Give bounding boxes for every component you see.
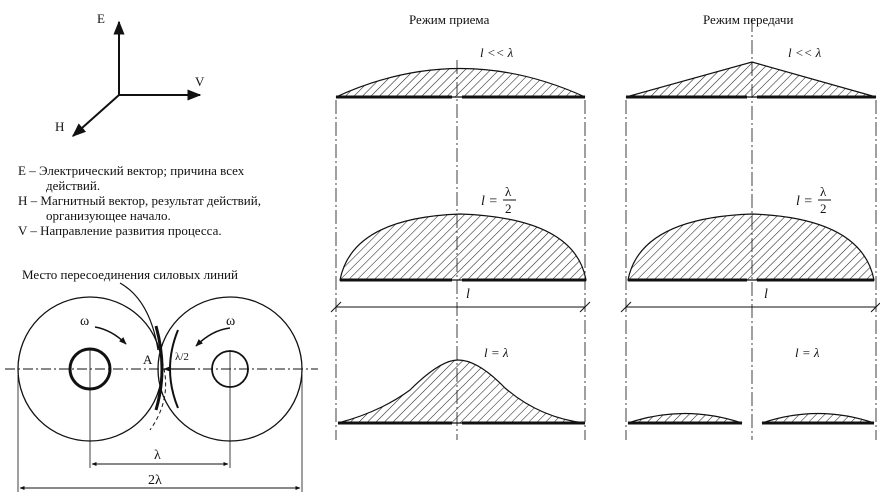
- h-axis-label: H: [55, 119, 64, 134]
- transmit-row2-axis-l: l: [764, 287, 768, 302]
- e-axis-label: E: [97, 11, 105, 26]
- h-axis-arrow: [71, 94, 120, 137]
- receive-row3-label: l = λ: [484, 345, 509, 360]
- omega-right: ω: [226, 314, 235, 329]
- legend-e-line1: E – Электрический вектор; причина всех: [18, 163, 245, 178]
- receive-row2-lhs: l =: [481, 194, 498, 209]
- legend-h-line1: H – Магнитный вектор, результат действий…: [18, 193, 261, 208]
- receive-mode-title: Режим приема: [409, 12, 490, 27]
- omega-left: ω: [80, 314, 89, 329]
- legend-h-line2: организующее начало.: [46, 208, 171, 223]
- legend-e-line2: действий.: [46, 178, 101, 193]
- two-lambda-label: 2λ: [148, 473, 162, 488]
- transmit-row2-tick-left: [620, 301, 632, 313]
- legend-v-line: V – Направление развития процесса.: [18, 223, 222, 238]
- contact-dashed-arc: [149, 354, 167, 431]
- transmit-mode-title: Режим передачи: [703, 12, 793, 27]
- transmit-row2-lhs: l =: [796, 194, 813, 209]
- contact-arc-left: [154, 325, 164, 411]
- transmit-row1-lobe: [625, 61, 877, 98]
- transmit-row2-den: 2: [820, 201, 827, 216]
- receive-row2-den: 2: [505, 201, 512, 216]
- transmit-row2-lobe: [627, 213, 875, 281]
- right-rotation-arrow: [195, 327, 231, 347]
- point-a-label: A: [143, 352, 153, 367]
- transmit-row2-num: λ: [820, 184, 827, 199]
- legend: E – Электрический вектор; причина всех д…: [18, 163, 318, 238]
- reconnection-label: Место пересоединения силовых линий: [22, 267, 238, 282]
- v-axis-label: V: [195, 74, 205, 89]
- receive-row2-axis-l: l: [466, 287, 470, 302]
- receive-row3-lobe: [337, 359, 586, 424]
- receive-row2-num: λ: [505, 184, 512, 199]
- receive-row1-label: l << λ: [480, 45, 514, 60]
- transmit-row2-tick-right: [870, 302, 880, 313]
- transmit-row3-label: l = λ: [795, 345, 820, 360]
- transmit-row1-label: l << λ: [788, 45, 822, 60]
- receive-row1-lobe: [335, 67, 586, 98]
- receive-row2-tick-right: [579, 301, 591, 313]
- left-rotation-arrow: [94, 326, 127, 345]
- axes-triad: [71, 20, 202, 137]
- receive-row2-lobe: [339, 213, 587, 281]
- receive-row2-tick-left: [330, 301, 342, 313]
- half-lambda-label: λ/2: [175, 351, 189, 363]
- lambda-label: λ: [154, 448, 161, 463]
